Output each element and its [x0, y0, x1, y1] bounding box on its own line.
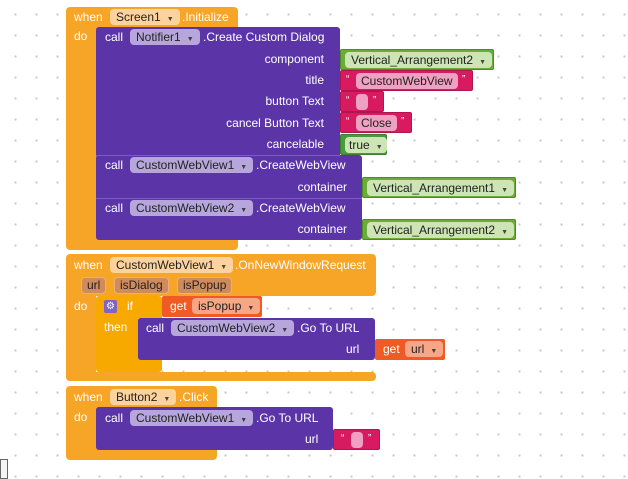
arg-label: component	[264, 52, 324, 66]
arg-label: url	[346, 342, 360, 356]
method-name: .Go To URL	[297, 321, 360, 335]
title-text-block[interactable]: “CustomWebView”	[340, 70, 473, 91]
scrollbar-handle[interactable]	[0, 459, 8, 479]
when-label: when	[74, 390, 103, 404]
then-label: then	[104, 320, 128, 334]
arg-label: button Text	[265, 94, 325, 108]
call-label: call	[105, 411, 124, 425]
event-name: .Click	[179, 390, 209, 404]
param-ispopup[interactable]: isPopup	[177, 277, 233, 294]
arg-label: container	[297, 180, 347, 194]
webview1-dropdown[interactable]: CustomWebView1▼	[130, 157, 254, 173]
cancelable-boolean-block[interactable]: true▼	[340, 134, 387, 155]
webview2-dropdown[interactable]: CustomWebView2▼	[171, 320, 295, 336]
component-block[interactable]: Vertical_Arrangement2▼	[340, 49, 494, 70]
webview2-dropdown[interactable]: CustomWebView2▼	[130, 200, 254, 216]
method-name: .CreateWebView	[256, 158, 346, 172]
event-name: .OnNewWindowRequest	[235, 258, 366, 272]
if-label: if	[127, 299, 133, 313]
component-dropdown[interactable]: Screen1▼	[110, 9, 180, 25]
do-label: do	[74, 29, 88, 43]
when-label: when	[74, 10, 103, 24]
variable-dropdown[interactable]: isPopup▼	[192, 298, 261, 314]
arg-label: container	[297, 222, 347, 236]
arg-label: title	[305, 73, 324, 87]
webview1-dropdown[interactable]: CustomWebView1▼	[130, 410, 254, 426]
get-label: get	[170, 299, 187, 313]
param-url[interactable]: url	[81, 277, 107, 294]
container-block[interactable]: Vertical_Arrangement2▼	[362, 219, 516, 240]
when-label: when	[74, 258, 103, 272]
call-label: call	[105, 30, 124, 44]
get-label: get	[383, 342, 400, 356]
variable-dropdown[interactable]: url▼	[405, 341, 444, 357]
get-ispopup-block[interactable]: get isPopup▼	[162, 296, 262, 317]
button-text-block[interactable]: “”	[340, 91, 384, 112]
arg-label: cancelable	[266, 137, 324, 151]
arg-label: cancel Button Text	[226, 116, 324, 130]
event-name: .Initialize	[182, 10, 229, 24]
method-name: .Go To URL	[256, 411, 319, 425]
gear-icon[interactable]: ⚙	[104, 300, 117, 313]
do-label: do	[74, 410, 88, 424]
call-label: call	[105, 201, 124, 215]
arg-label: url	[305, 432, 319, 446]
method-name: .Create Custom Dialog	[203, 30, 325, 44]
notifier-dropdown[interactable]: Notifier1▼	[130, 29, 200, 45]
component-dropdown[interactable]: Button2▼	[110, 389, 177, 405]
container-block[interactable]: Vertical_Arrangement1▼	[362, 177, 516, 198]
method-name: .CreateWebView	[256, 201, 346, 215]
do-label: do	[74, 299, 88, 313]
create-custom-dialog-block[interactable]	[96, 27, 340, 157]
call-label: call	[105, 158, 124, 172]
param-isdialog[interactable]: isDialog	[114, 277, 169, 294]
cancel-text-block[interactable]: “Close”	[340, 112, 412, 133]
component-dropdown[interactable]: CustomWebView1▼	[110, 257, 234, 273]
call-label: call	[146, 321, 165, 335]
get-url-block[interactable]: get url▼	[375, 339, 445, 360]
empty-text-block[interactable]: “”	[333, 429, 380, 450]
